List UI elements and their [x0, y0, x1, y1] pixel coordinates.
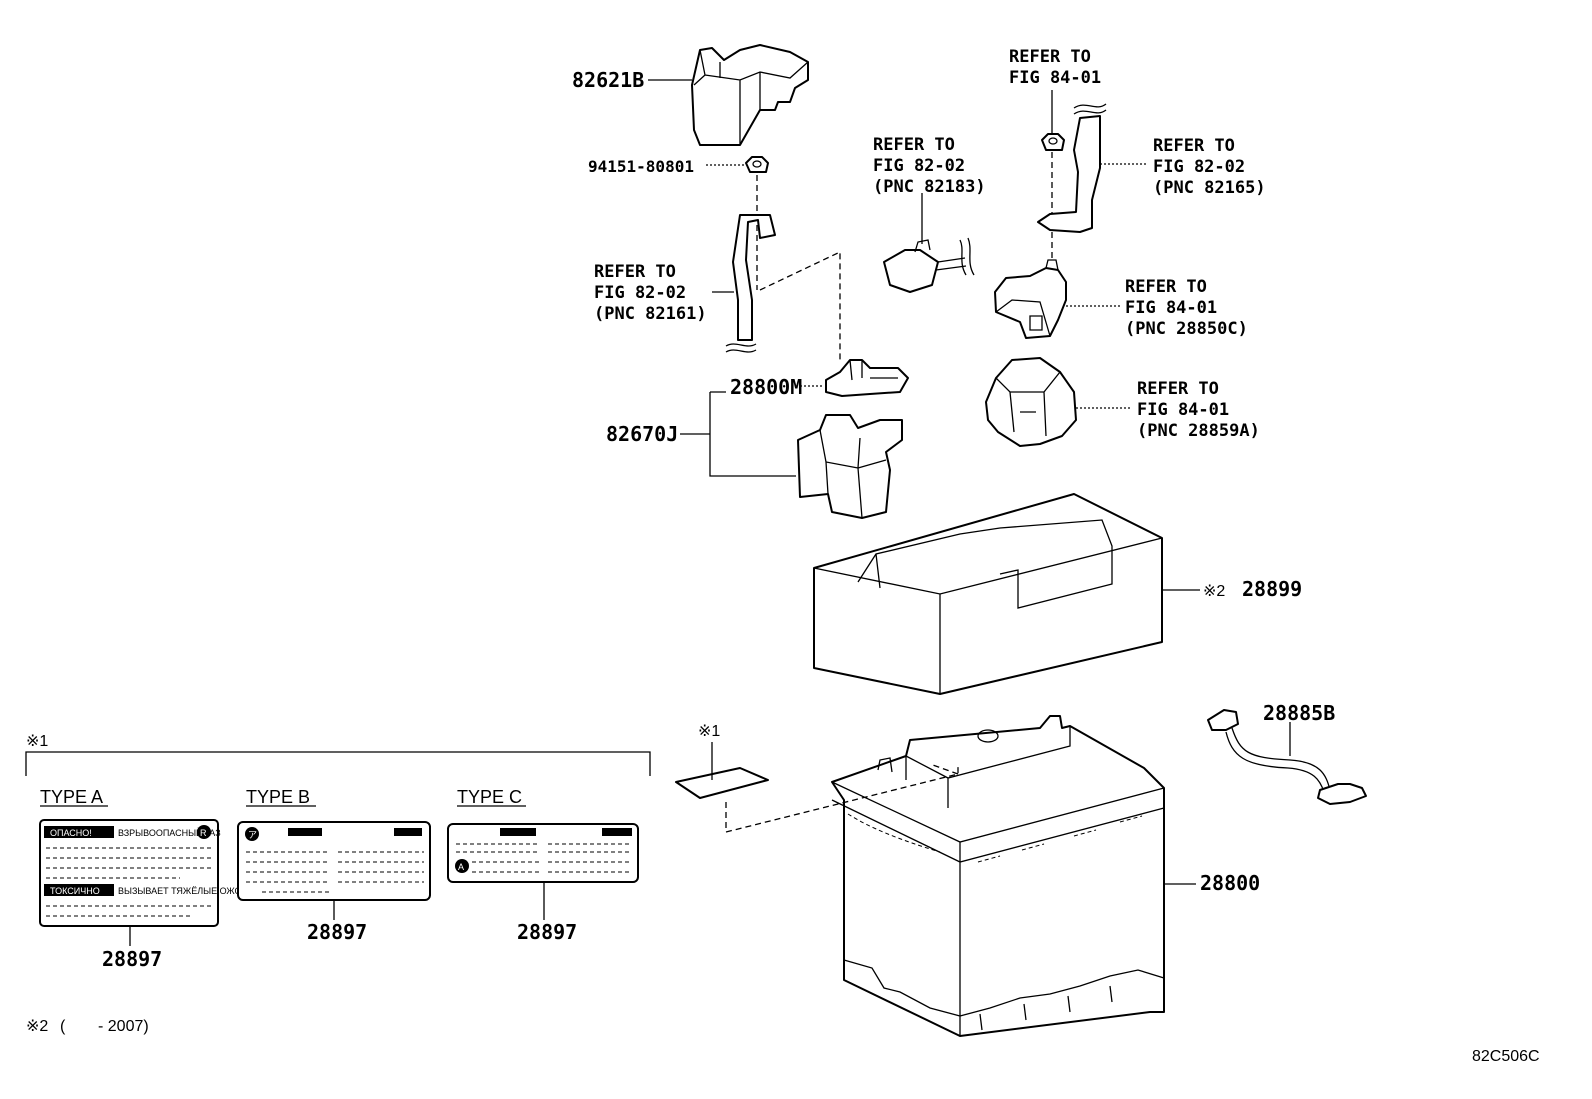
positive-cable-ref-line3[interactable]: (PNC 82165): [1153, 178, 1266, 198]
sensor-cable-ref-line1[interactable]: REFER TO: [873, 135, 955, 155]
type-c-part-number[interactable]: 28897: [517, 920, 577, 944]
positive-terminal-cover-ref-line1[interactable]: REFER TO: [1137, 379, 1219, 399]
type-b-badge-circle: [245, 827, 259, 841]
label-sheet-mark: ※1: [698, 723, 720, 740]
clamp-part[interactable]: [825, 359, 909, 397]
positive-terminal-cover-ref-line3[interactable]: (PNC 28859A): [1137, 421, 1260, 441]
terminal-cover-part[interactable]: [691, 44, 809, 146]
type-a-warning1-box: [44, 826, 114, 838]
negative-cable-ref-line2[interactable]: FIG 82-02: [594, 283, 686, 303]
type-a-title: TYPE A: [40, 787, 103, 807]
positive-cable-ref-line1[interactable]: REFER TO: [1153, 136, 1235, 156]
type-b-header-block2: [394, 828, 422, 836]
bracket-leader: [680, 391, 796, 477]
vent-hose-part-number[interactable]: 28885B: [1263, 701, 1335, 725]
label-sheet-part[interactable]: [675, 767, 769, 799]
nut-part-number[interactable]: 94151-80801: [588, 157, 694, 176]
battery-cover-mark: ※2: [1203, 583, 1225, 600]
footnote-mark: ※2: [26, 1018, 48, 1035]
terminal-cover-part-number[interactable]: 82621B: [572, 68, 644, 92]
type-a-text1: ВЗРЫВООПАСНЫЙ ГАЗ: [118, 827, 221, 838]
nut-part[interactable]: [745, 156, 769, 173]
positive-terminal-ref-line2[interactable]: FIG 84-01: [1125, 298, 1217, 318]
figure-code: 82C506C: [1472, 1048, 1540, 1065]
negative-cable-ref-line1[interactable]: REFER TO: [594, 262, 676, 282]
labels-section-bracket: [25, 751, 651, 776]
positive-nut-part: [1041, 133, 1065, 151]
type-b-text-lines: [246, 851, 424, 893]
clamp-part-number[interactable]: 28800M: [730, 375, 802, 399]
type-a-badge: R: [200, 828, 207, 838]
type-c-badge-circle: [455, 859, 469, 873]
battery-part-number[interactable]: 28800: [1200, 871, 1260, 895]
sensor-cable-ref-line2[interactable]: FIG 82-02: [873, 156, 965, 176]
battery-part[interactable]: [831, 715, 1165, 1037]
type-a-badge-circle: [197, 825, 211, 839]
negative-cable-ref-line3[interactable]: (PNC 82161): [594, 304, 707, 324]
battery-cover-part-number[interactable]: 28899: [1242, 577, 1302, 601]
battery-cover-part[interactable]: [813, 493, 1163, 695]
type-a-warning1: ОПАСНО!: [50, 828, 92, 838]
footnote-range: - 2007): [98, 1018, 149, 1035]
labels-section-mark: ※1: [26, 733, 48, 750]
type-b-header-block1: [288, 828, 322, 836]
type-b-title: TYPE B: [246, 787, 310, 807]
type-c-header-block2: [602, 828, 632, 836]
cable-to-clamp-line: [759, 250, 841, 362]
type-b-part-number[interactable]: 28897: [307, 920, 367, 944]
type-a-warning2: ТОКСИЧНО: [50, 886, 100, 896]
top-ref-line2[interactable]: FIG 84-01: [1009, 68, 1101, 88]
type-a-text-lines2: [46, 905, 212, 917]
sensor-cable-ref-line3[interactable]: (PNC 82183): [873, 177, 986, 197]
type-c-badge: A: [458, 862, 464, 872]
top-ref-line1[interactable]: REFER TO: [1009, 47, 1091, 67]
type-a-text2: ВЫЗЫВАЕТ ТЯЖЁЛЫЕ ОЖОГИ: [118, 886, 253, 896]
type-c-title: TYPE C: [457, 787, 522, 807]
label-placement-line: [725, 763, 959, 833]
sensor-cable-part: [883, 237, 975, 293]
positive-cable-part: [1037, 103, 1107, 233]
bracket-part-number[interactable]: 82670J: [606, 422, 678, 446]
type-b-badge: ア: [248, 830, 257, 840]
vent-hose-part[interactable]: [1207, 709, 1367, 805]
negative-cable-part: [725, 214, 776, 353]
type-a-part-number[interactable]: 28897: [102, 947, 162, 971]
footnote-open: (: [60, 1018, 66, 1035]
type-c-text-lines: [456, 843, 630, 873]
positive-terminal-ref-line3[interactable]: (PNC 28850C): [1125, 319, 1248, 339]
positive-terminal-cover-ref-line2[interactable]: FIG 84-01: [1137, 400, 1229, 420]
type-c-header-block1: [500, 828, 536, 836]
positive-terminal-cover-part: [985, 357, 1077, 447]
type-a-warning2-box: [44, 884, 114, 896]
type-a-label[interactable]: [39, 819, 219, 927]
positive-terminal-part: [994, 259, 1067, 339]
positive-cable-ref-line2[interactable]: FIG 82-02: [1153, 157, 1245, 177]
type-c-label[interactable]: [447, 823, 639, 883]
bracket-part[interactable]: [797, 414, 903, 519]
positive-terminal-ref-line1[interactable]: REFER TO: [1125, 277, 1207, 297]
